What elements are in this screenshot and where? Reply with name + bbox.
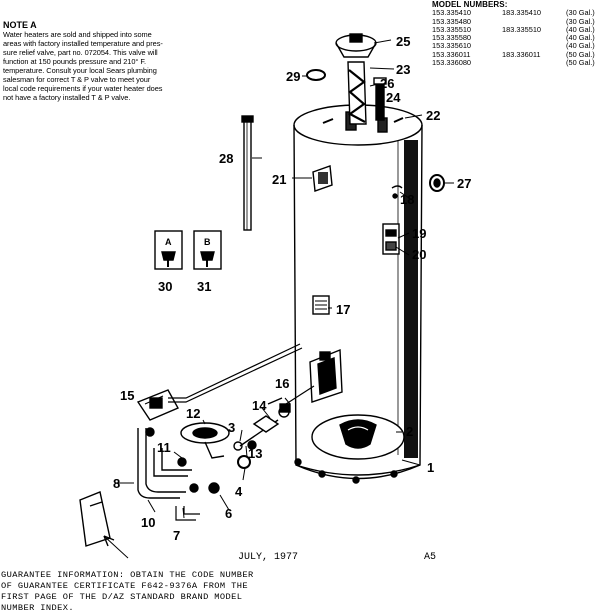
model-capacity: (50 Gal.)	[566, 49, 595, 59]
leader-lines	[103, 39, 454, 559]
part-label-28: 28	[219, 151, 233, 166]
inlet-fitting-part	[429, 174, 445, 192]
part-label-4: 4	[235, 484, 243, 499]
model-number: 153.335510	[432, 24, 472, 34]
model-row: 153.335410 183.335410 (30 Gal.)	[432, 8, 608, 18]
part-label-26: 26	[380, 76, 394, 91]
part-label-22: 22	[426, 108, 440, 123]
part-label-8: 8	[113, 476, 120, 491]
part-label-14: 14	[252, 398, 267, 413]
note-title: NOTE A	[3, 20, 37, 30]
model-row: 153.335580 (40 Gal.)	[432, 33, 608, 43]
model-capacity: (40 Gal.)	[566, 41, 595, 51]
note-line: salesman for correct T & P valve to meet…	[3, 75, 151, 84]
model-row: 153.335610 (40 Gal.)	[432, 41, 608, 51]
note-body: Water heaters are sold and shipped into …	[3, 30, 293, 102]
part-label-20: 20	[412, 247, 426, 262]
note-line: not have a factory installed T & P valve…	[3, 93, 131, 102]
model-capacity: (30 Gal.)	[566, 16, 595, 26]
model-number: 153.336011	[432, 49, 471, 59]
thermocouple-part	[252, 385, 315, 433]
note-a: NOTE A Water heaters are sold and shippe…	[3, 20, 293, 102]
page-code: A5	[424, 552, 437, 563]
model-number: 153.335580	[432, 33, 472, 43]
part-label-25: 25	[396, 34, 410, 49]
base-pan-part	[311, 414, 405, 460]
model-capacity: (40 Gal.)	[566, 33, 595, 43]
instruction-plate-part	[312, 295, 330, 315]
part-label-29: 29	[286, 69, 300, 84]
part-label-10: 10	[141, 515, 155, 530]
gasket-part	[306, 69, 326, 81]
part-label-18: 18	[400, 192, 414, 207]
burner-access-door-part	[309, 348, 343, 403]
anode-rod-part	[373, 77, 387, 121]
rating-plate-part	[312, 165, 333, 192]
kit-b-letter: B	[204, 237, 211, 247]
model-row: 153.335480 (30 Gal.)	[432, 16, 608, 26]
part-label-3: 3	[228, 420, 235, 435]
flue-baffle-part	[347, 61, 367, 125]
note-line: sure relief valve, part no. 072054. This…	[3, 48, 158, 57]
model-capacity: (50 Gal.)	[566, 58, 595, 68]
water-heater-exploded-diagram: 1 2 3 4 25 6 7 8 9 10 11 12 13 14 15 16 …	[79, 33, 471, 559]
guarantee-line: OF GUARANTEE CERTIFICATE F642-9376A FROM…	[1, 581, 248, 591]
part-labels: 1 2 3 4 25 6 7 8 9 10 11 12 13 14 15 16 …	[113, 34, 471, 543]
note-line: function at 150 pounds pressure and 210°…	[3, 57, 146, 66]
gas-valve-part	[382, 223, 400, 255]
thermostat-control-part	[136, 343, 303, 421]
part-label-27: 27	[457, 176, 471, 191]
model-number-alt: 183.335410	[502, 8, 542, 18]
guarantee-information: GUARANTEE INFORMATION: OBTAIN THE CODE N…	[1, 570, 254, 614]
kit-a-letter: A	[165, 237, 172, 247]
part-label-21: 21	[272, 172, 286, 187]
model-numbers-title: MODEL NUMBERS:	[432, 0, 508, 9]
gas-tubes-part	[137, 427, 200, 521]
part-label-11: 11	[157, 440, 171, 455]
model-number: 153.335610	[432, 41, 472, 51]
note-line: areas with factory installed temperature…	[3, 39, 163, 48]
part-label-24: 24	[386, 90, 401, 105]
guarantee-line: GUARANTEE INFORMATION: OBTAIN THE CODE N…	[1, 570, 254, 580]
part-label-16: 16	[275, 376, 289, 391]
tank-body	[293, 104, 423, 484]
model-number: 153.336080	[432, 58, 472, 68]
part-label-19: 19	[412, 226, 426, 241]
part-label-1: 1	[427, 460, 434, 475]
part-label-12: 12	[186, 406, 200, 421]
part-label-6: 6	[225, 506, 232, 521]
model-number-alt: 183.335510	[502, 24, 542, 34]
model-row: 153.336011 183.336011 (50 Gal.)	[432, 49, 608, 59]
kit-a-box	[154, 230, 183, 270]
model-capacity: (40 Gal.)	[566, 24, 595, 34]
fitting-dot	[392, 193, 398, 199]
model-row: 153.335510 183.335510 (40 Gal.)	[432, 24, 608, 34]
burner-part	[180, 422, 230, 459]
part-label-17: 17	[336, 302, 350, 317]
note-line: temperature. Consult your local Sears pl…	[3, 66, 157, 75]
part-label-15: 15	[120, 388, 134, 403]
guarantee-line: NUMBER INDEX.	[1, 603, 74, 613]
top-cap-part	[335, 33, 377, 58]
note-line: local code requirements if your water he…	[3, 84, 163, 93]
model-number: 153.335480	[432, 16, 472, 26]
diagram-date: JULY, 1977	[238, 552, 299, 563]
model-capacity: (30 Gal.)	[566, 8, 595, 18]
note-line: Water heaters are sold and shipped into …	[3, 30, 152, 39]
part-label-7: 7	[173, 528, 180, 543]
model-number: 153.335410	[432, 8, 472, 18]
model-row: 153.336080 (50 Gal.)	[432, 58, 608, 68]
guarantee-line: FIRST PAGE OF THE D/AZ STANDARD BRAND MO…	[1, 592, 243, 602]
part-label-30: 30	[158, 279, 172, 294]
part-label-31: 31	[197, 279, 211, 294]
part-label-13: 13	[248, 446, 262, 461]
part-label-2: 2	[406, 424, 413, 439]
part-label-23: 23	[396, 62, 410, 77]
model-number-alt: 183.336011	[502, 49, 541, 59]
kit-b-box	[193, 230, 222, 270]
dip-tube-part	[241, 115, 254, 231]
model-numbers: MODEL NUMBERS: 153.335410 183.335410 (30…	[432, 0, 608, 68]
drain-fitting-part	[391, 185, 403, 189]
